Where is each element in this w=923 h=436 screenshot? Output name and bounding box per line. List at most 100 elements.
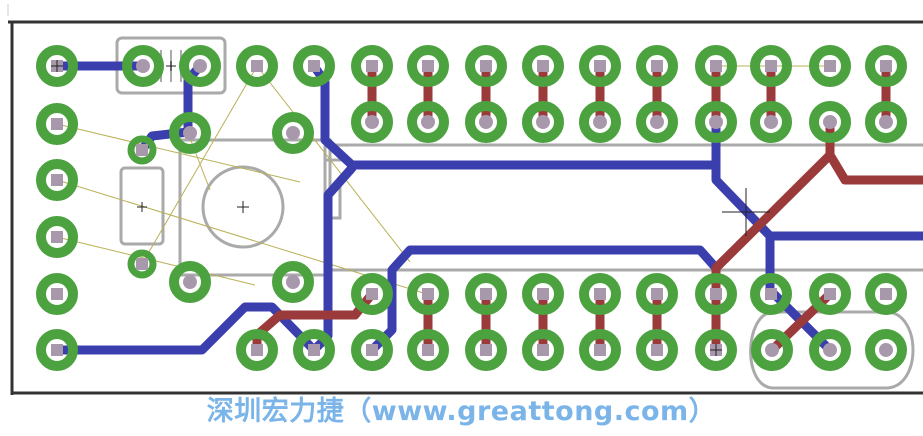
pad-drill	[650, 115, 664, 129]
pad	[695, 273, 737, 315]
pad	[169, 112, 211, 154]
pad	[122, 45, 164, 87]
pad-drill	[366, 288, 378, 300]
pad-drill	[308, 344, 320, 356]
pad-drill	[51, 288, 63, 300]
pad	[522, 273, 564, 315]
pad-drill	[422, 344, 434, 356]
pad	[865, 329, 907, 371]
silkscreen-layer	[115, 36, 923, 390]
pad-drill	[422, 288, 434, 300]
pad-drill	[286, 126, 300, 140]
pad	[179, 45, 221, 87]
pad	[465, 101, 507, 143]
pad-drill	[251, 344, 263, 356]
pad	[293, 45, 335, 87]
pad	[579, 101, 621, 143]
pad	[407, 273, 449, 315]
crystal-outline	[119, 166, 165, 246]
pad	[36, 159, 78, 201]
pad-drill	[480, 60, 492, 72]
pad-drill	[765, 288, 777, 300]
pad	[36, 103, 78, 145]
pad	[272, 112, 314, 154]
pad-drill	[183, 275, 197, 289]
pad-drill	[51, 344, 63, 356]
pad	[293, 329, 335, 371]
pad-drill	[183, 126, 197, 140]
pad	[809, 273, 851, 315]
pad-drill	[823, 343, 837, 357]
pad	[236, 45, 278, 87]
pad-drill	[879, 343, 893, 357]
pad-drill	[594, 288, 606, 300]
pad	[865, 273, 907, 315]
pad-drill	[366, 344, 378, 356]
pad-drill	[365, 115, 379, 129]
pad-drill	[879, 115, 893, 129]
pad-drill	[823, 115, 837, 129]
pad	[522, 45, 564, 87]
trace-b4	[52, 163, 357, 355]
pad	[751, 329, 793, 371]
pad	[407, 45, 449, 87]
pad-drill	[251, 60, 263, 72]
pad	[465, 273, 507, 315]
pad	[272, 261, 314, 303]
pad-drill	[651, 60, 663, 72]
pad-drill	[51, 231, 63, 243]
potentiometer-knob	[201, 165, 285, 249]
pad	[636, 101, 678, 143]
pad	[865, 101, 907, 143]
pad	[351, 45, 393, 87]
pad-drill	[593, 115, 607, 129]
pad-drill	[765, 343, 779, 357]
pad-drill	[286, 275, 300, 289]
pad-drill	[537, 288, 549, 300]
pad	[169, 261, 211, 303]
pad	[407, 329, 449, 371]
switch-outline	[749, 310, 915, 390]
pad	[127, 135, 157, 165]
pad	[695, 101, 737, 143]
pad	[522, 329, 564, 371]
pad	[865, 45, 907, 87]
pad-drill	[51, 174, 63, 186]
pad	[579, 45, 621, 87]
pad-drill	[536, 115, 550, 129]
pad	[36, 329, 78, 371]
pad-drill	[422, 60, 434, 72]
pad-drill	[136, 59, 150, 73]
pad-drill	[136, 258, 148, 270]
pad-drill	[366, 60, 378, 72]
pad	[636, 273, 678, 315]
pad	[579, 329, 621, 371]
pad	[809, 329, 851, 371]
pad	[36, 273, 78, 315]
pad-drill	[651, 344, 663, 356]
pad-drill	[480, 288, 492, 300]
pad	[36, 216, 78, 258]
pad	[407, 101, 449, 143]
pad-drill	[421, 115, 435, 129]
pad-drill	[824, 60, 836, 72]
potentiometer-outline	[178, 138, 342, 277]
pad-drill	[710, 288, 722, 300]
pad-layer	[36, 45, 907, 371]
pad	[750, 273, 792, 315]
pad-drill	[594, 344, 606, 356]
pad	[809, 101, 851, 143]
pad-drill	[136, 144, 148, 156]
pad	[750, 45, 792, 87]
pad	[579, 273, 621, 315]
pad	[465, 45, 507, 87]
pad	[636, 45, 678, 87]
pad-drill	[480, 344, 492, 356]
pad-drill	[479, 115, 493, 129]
pad	[465, 329, 507, 371]
pad-drill	[709, 115, 723, 129]
pad	[636, 329, 678, 371]
pad	[127, 249, 157, 279]
pad-drill	[764, 115, 778, 129]
